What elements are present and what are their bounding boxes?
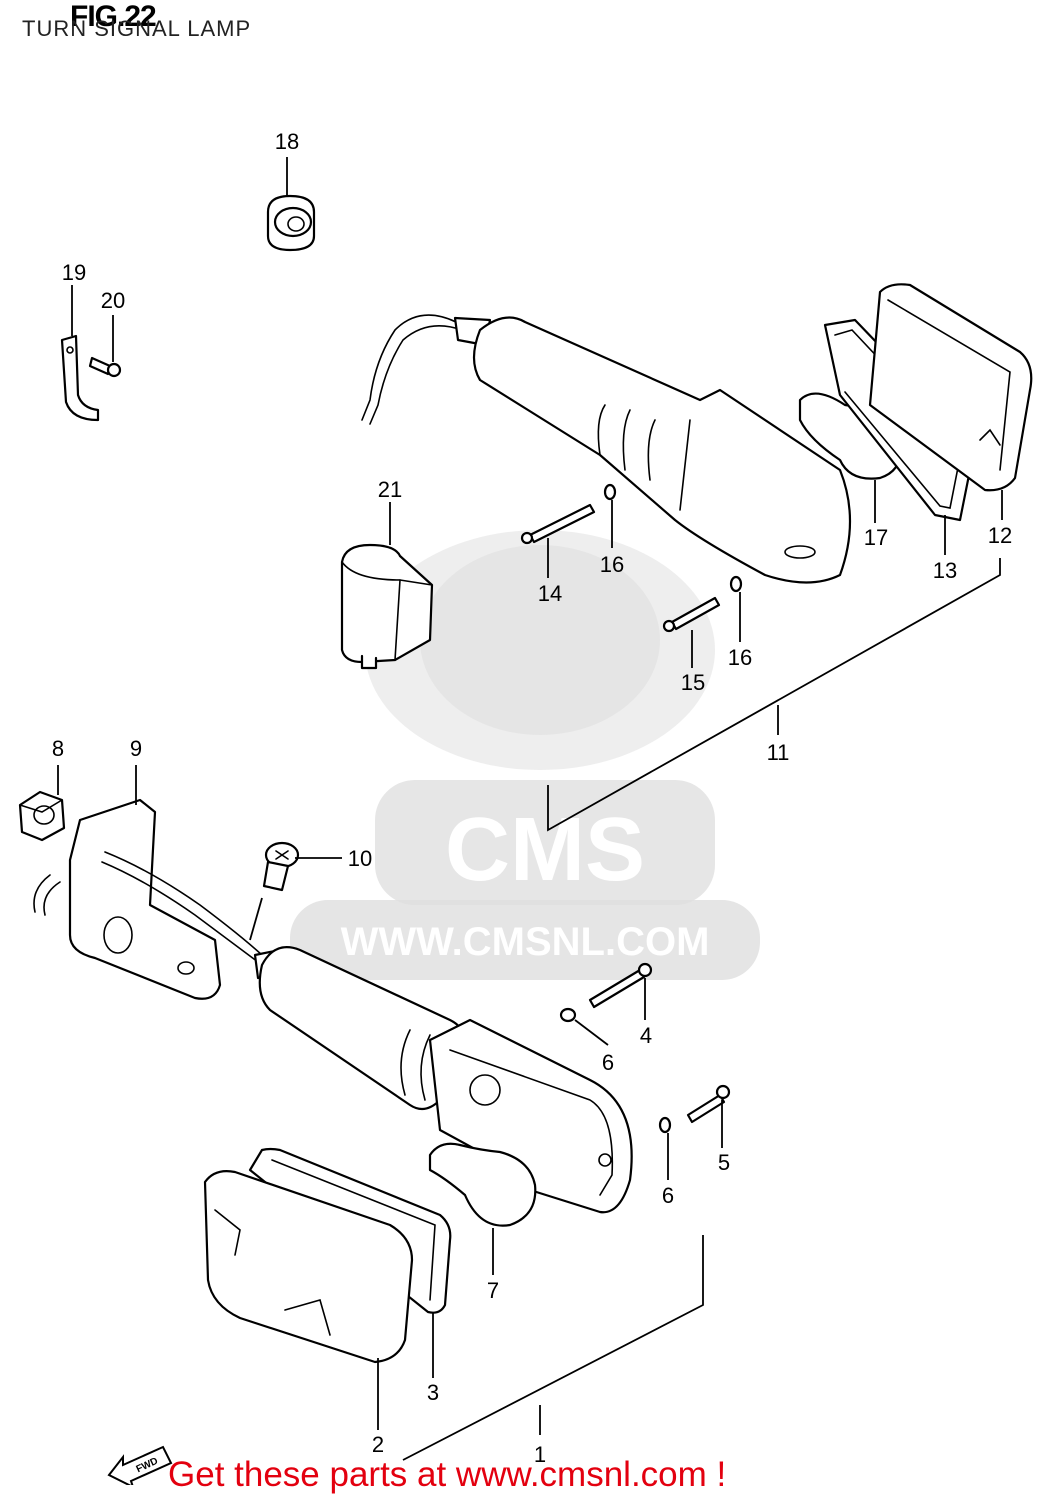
callout-6b: 6: [662, 1183, 674, 1208]
part-18-grommet: [266, 194, 316, 252]
part-16-washer-a: [603, 483, 617, 501]
callout-2: 2: [372, 1432, 384, 1457]
footer-cta-link[interactable]: Get these parts at www.cmsnl.com !: [168, 1455, 727, 1494]
callout-7: 7: [487, 1278, 499, 1303]
callout-14: 14: [538, 581, 562, 606]
figure-subtitle: TURN SIGNAL LAMP: [22, 16, 252, 41]
part-8-nut: [18, 790, 66, 842]
part-15-screw: [662, 596, 721, 633]
callout-17: 17: [864, 525, 888, 550]
callout-4: 4: [640, 1023, 652, 1048]
callout-20: 20: [101, 288, 125, 313]
part-10-screw: [262, 841, 300, 892]
part-21-relay: [340, 543, 434, 670]
callout-6a: 6: [602, 1050, 614, 1075]
leader-lines: [57, 157, 1003, 1461]
callout-18: 18: [275, 129, 299, 154]
watermark-brand: CMS: [445, 800, 645, 900]
callout-5: 5: [718, 1150, 730, 1175]
cms-watermark: CMS WWW.CMSNL.COM: [290, 530, 760, 980]
callout-16a: 16: [600, 552, 624, 577]
callout-21: 21: [378, 477, 402, 502]
lower-lamp-assembly: [101, 851, 633, 1364]
callout-19: 19: [62, 260, 86, 285]
callout-16b: 16: [728, 645, 752, 670]
fwd-arrow-icon: FWD: [107, 1445, 173, 1485]
upper-lamp-assembly: [361, 283, 1033, 584]
part-9-bracket: [33, 798, 222, 1000]
callout-labels: 1 2 3 4 5 6 6 7 8 9 10 11 12 13 14 15 16…: [52, 129, 1012, 1467]
part-16-washer-b: [729, 575, 743, 593]
figure-title: FIG.22: [70, 0, 157, 33]
part-19-clamp: [60, 334, 100, 422]
callout-8: 8: [52, 736, 64, 761]
part-14-screw: [520, 503, 596, 545]
callout-13: 13: [933, 558, 957, 583]
watermark-url: WWW.CMSNL.COM: [341, 920, 710, 964]
callout-3: 3: [427, 1380, 439, 1405]
callout-9: 9: [130, 736, 142, 761]
part-4-screw: [588, 962, 653, 1009]
part-20-screw: [88, 356, 122, 378]
part-6-washer-b: [658, 1116, 672, 1134]
callout-10: 10: [348, 846, 372, 871]
callout-12: 12: [988, 523, 1012, 548]
callout-1: 1: [534, 1442, 546, 1467]
callout-15: 15: [681, 670, 705, 695]
part-6-washer-a: [559, 1007, 577, 1023]
part-5-screw: [686, 1084, 731, 1124]
callout-11: 11: [767, 740, 790, 765]
